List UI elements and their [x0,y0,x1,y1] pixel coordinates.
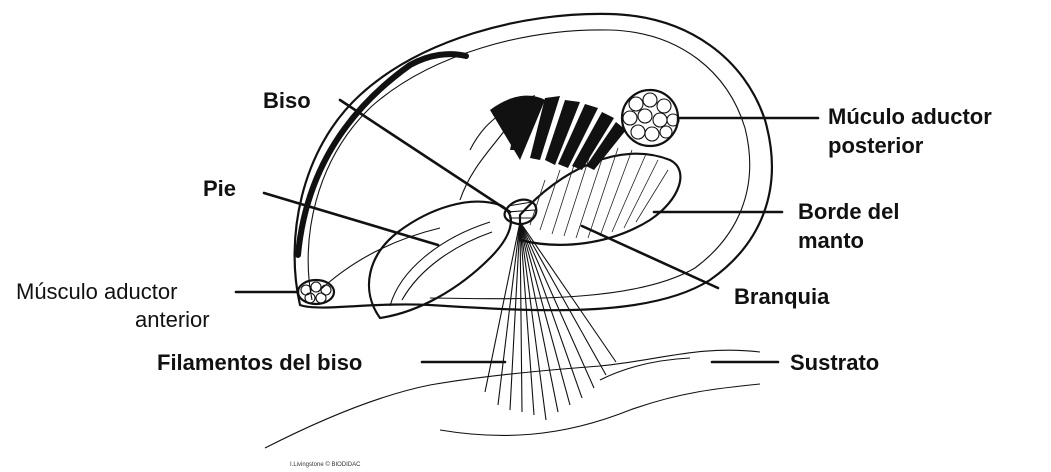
posterior-adductor-muscle [622,90,679,146]
label-musculo-anterior-1: Músculo aductor [16,279,177,304]
label-pie: Pie [203,176,236,201]
anterior-adductor-muscle [298,280,334,304]
label-filamentos: Filamentos del biso [157,350,362,375]
label-sustrato: Sustrato [790,350,879,375]
gill [520,148,680,245]
label-musculo-posterior-2: posterior [828,133,924,158]
leader-pie [264,193,438,245]
label-biso: Biso [263,88,311,113]
label-borde-2: manto [798,228,864,253]
credit-text: I.Livingstone © BIODIDAC [290,461,361,468]
shell-margin-arc [298,54,466,255]
label-musculo-anterior-2: anterior [135,307,210,332]
label-musculo-posterior-1: Múculo aductor [828,104,992,129]
label-borde-1: Borde del [798,199,899,224]
byssal-threads [485,222,616,420]
leader-branquia [582,226,718,288]
label-branquia: Branquia [734,284,830,309]
shell-outline [295,14,772,310]
